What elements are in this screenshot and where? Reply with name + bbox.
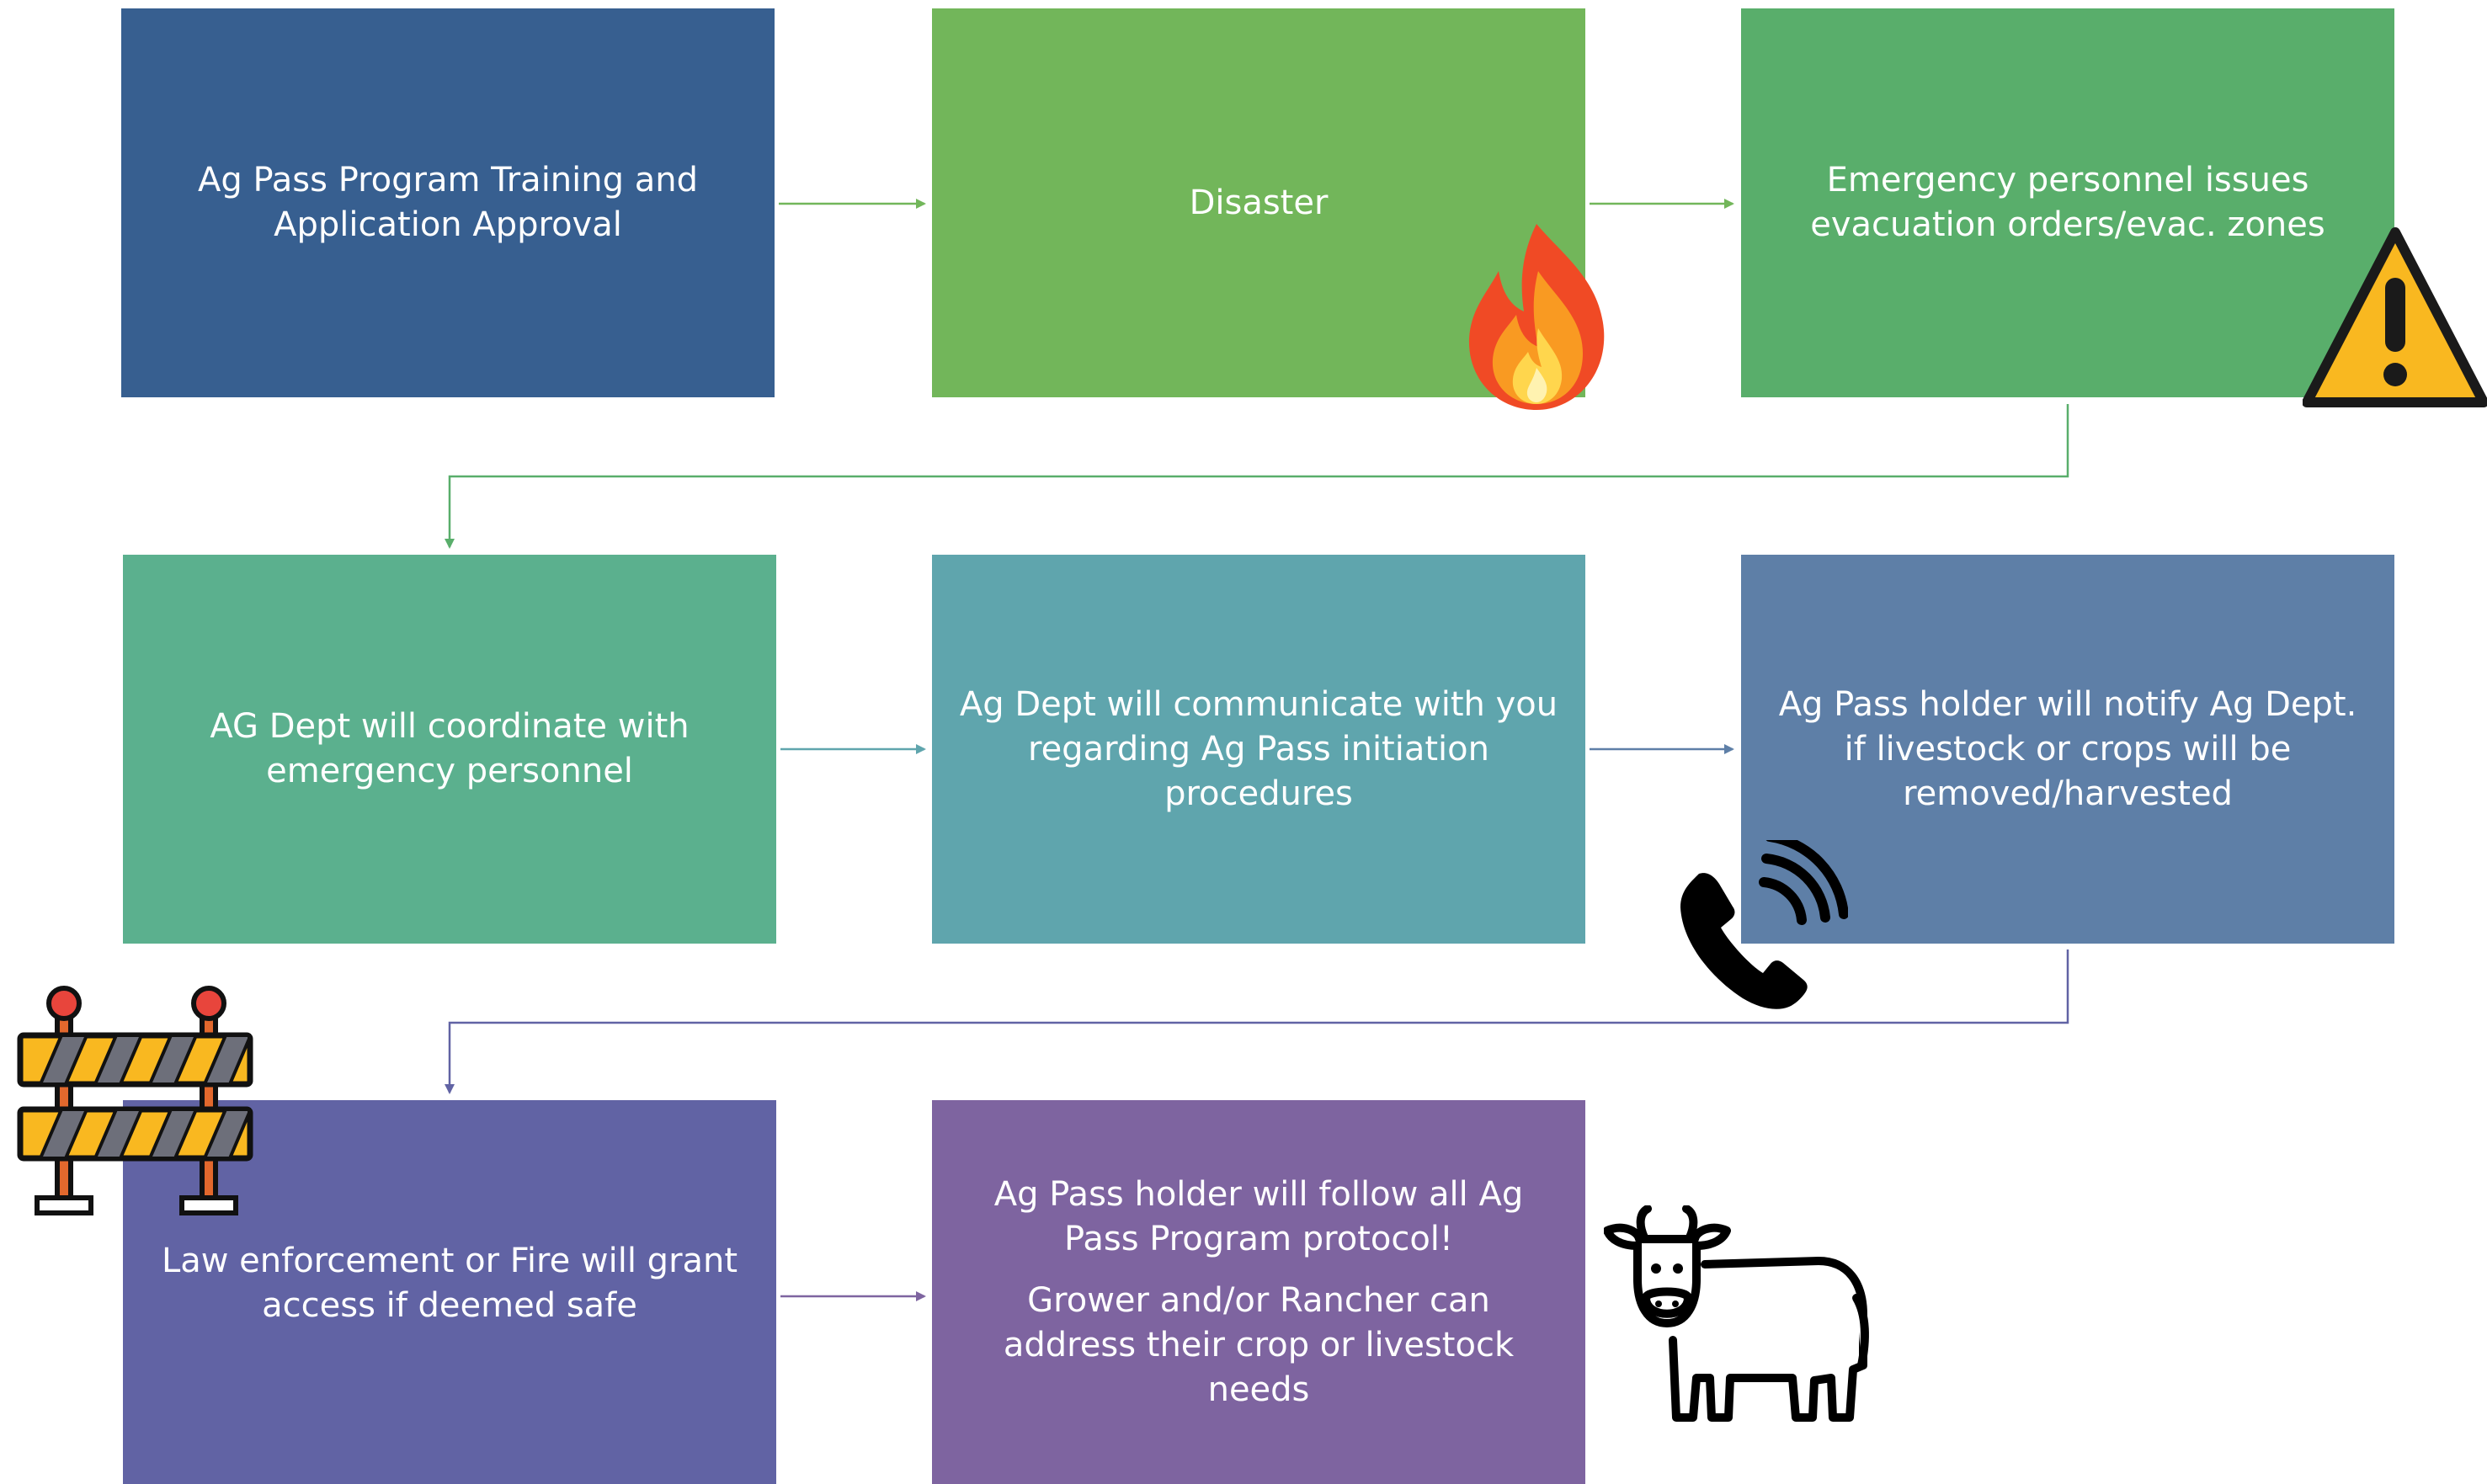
step-8-text-line-1: Ag Pass holder will follow all Ag Pass P… bbox=[993, 1174, 1524, 1258]
step-5-text: Ag Dept will communicate with you regard… bbox=[959, 684, 1558, 813]
connector-step3-to-step4 bbox=[445, 404, 2069, 549]
step-5-box: Ag Dept will communicate with you regard… bbox=[932, 555, 1585, 944]
step-7-box: Law enforcement or Fire will grant acces… bbox=[123, 1100, 776, 1484]
road-barrier-icon bbox=[17, 986, 253, 1215]
connector-step6-to-step7 bbox=[445, 949, 2069, 1094]
step-6-text: Ag Pass holder will notify Ag Dept. if l… bbox=[1778, 684, 2357, 813]
step-3-box: Emergency personnel issues evacuation or… bbox=[1741, 8, 2394, 397]
step-8-text-line-2: Grower and/or Rancher can address their … bbox=[1003, 1280, 1515, 1409]
step-2-text: Disaster bbox=[1189, 183, 1329, 222]
step-7-text: Law enforcement or Fire will grant acces… bbox=[161, 1242, 738, 1325]
step-4-text: AG Dept will coordinate with emergency p… bbox=[210, 707, 690, 790]
cow-icon bbox=[1604, 1205, 1869, 1422]
step-8-box: Ag Pass holder will follow all Ag Pass P… bbox=[932, 1100, 1585, 1484]
fire-icon bbox=[1468, 224, 1605, 410]
step-4-box: AG Dept will coordinate with emergency p… bbox=[123, 555, 776, 944]
step-6-box: Ag Pass holder will notify Ag Dept. if l… bbox=[1741, 555, 2394, 944]
step-3-text: Emergency personnel issues evacuation or… bbox=[1810, 161, 2325, 244]
step-1-box: Ag Pass Program Training and Application… bbox=[121, 8, 775, 397]
step-1-text: Ag Pass Program Training and Application… bbox=[198, 161, 698, 244]
warning-icon bbox=[2303, 227, 2487, 407]
phone-icon bbox=[1680, 840, 1848, 1009]
